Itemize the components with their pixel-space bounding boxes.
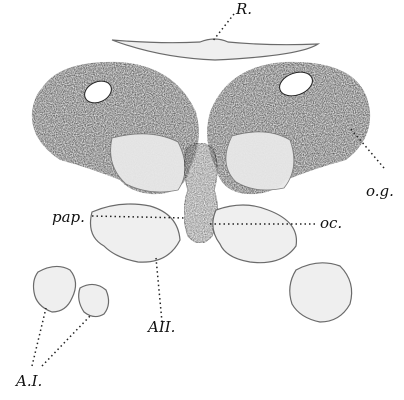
label-og: o.g. xyxy=(366,184,394,199)
label-r: R. xyxy=(236,2,252,17)
leader-a-i-outer xyxy=(32,308,46,366)
a-i-left-inner xyxy=(79,284,109,316)
right-optic-ganglion xyxy=(207,62,370,194)
leader-r xyxy=(212,14,234,42)
label-a-i: A.I. xyxy=(16,374,42,389)
label-pap: pap. xyxy=(52,210,85,225)
label-a-ii: AII. xyxy=(148,320,175,335)
a-i-right xyxy=(290,263,352,322)
leader-a-ii xyxy=(156,258,162,322)
a-ii-left xyxy=(91,204,181,262)
leader-a-i-inner xyxy=(42,316,90,366)
label-oc: oc. xyxy=(320,216,342,231)
a-ii-right xyxy=(213,205,297,263)
r-structure xyxy=(112,39,318,60)
a-i-left-outer xyxy=(34,266,76,312)
left-optic-ganglion xyxy=(32,62,199,194)
